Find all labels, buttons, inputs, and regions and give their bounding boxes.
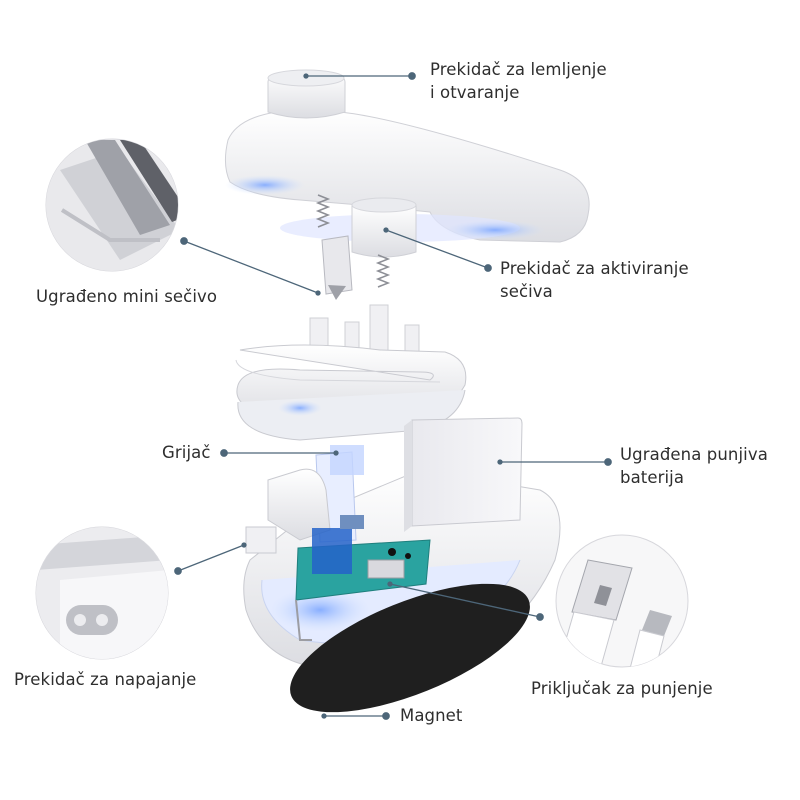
mini-blade-part [321, 235, 353, 300]
zoom-circle-usb-cable [555, 534, 689, 668]
label-line: Prekidač za napajanje [14, 670, 197, 689]
label-line: Priključak za punjenje [531, 679, 713, 698]
leader-lines [174, 72, 612, 720]
label-line: Prekidač za lemljenje [430, 60, 607, 79]
label-blade-switch: Prekidač za aktiviranje sečiva [500, 257, 689, 303]
label-magnet: Magnet [400, 704, 463, 727]
label-line: Ugrađeno mini sečivo [36, 287, 218, 306]
label-battery: Ugrađena punjiva baterija [620, 443, 768, 489]
label-power-switch: Prekidač za napajanje [14, 668, 196, 691]
label-line: sečiva [500, 282, 553, 301]
label-line: Magnet [400, 706, 463, 725]
heater-bracket [245, 468, 331, 554]
label-line: Grijač [162, 443, 211, 462]
label-mini-blade: Ugrađeno mini sečivo [36, 285, 217, 308]
label-charging-port: Priključak za punjenje [531, 677, 713, 700]
zoom-circle-blade [45, 138, 179, 272]
label-line: i otvaranje [430, 83, 520, 102]
label-line: baterija [620, 468, 685, 487]
label-sealing-switch: Prekidač za lemljenje i otvaranje [430, 58, 607, 104]
zoom-circle-power-switch [35, 526, 169, 660]
magnet-part [290, 583, 530, 713]
label-line: Prekidač za aktiviranje [500, 259, 689, 278]
label-heater: Grijač [162, 441, 211, 464]
battery-part [404, 417, 523, 532]
label-line: Ugrađena punjiva [620, 445, 768, 464]
